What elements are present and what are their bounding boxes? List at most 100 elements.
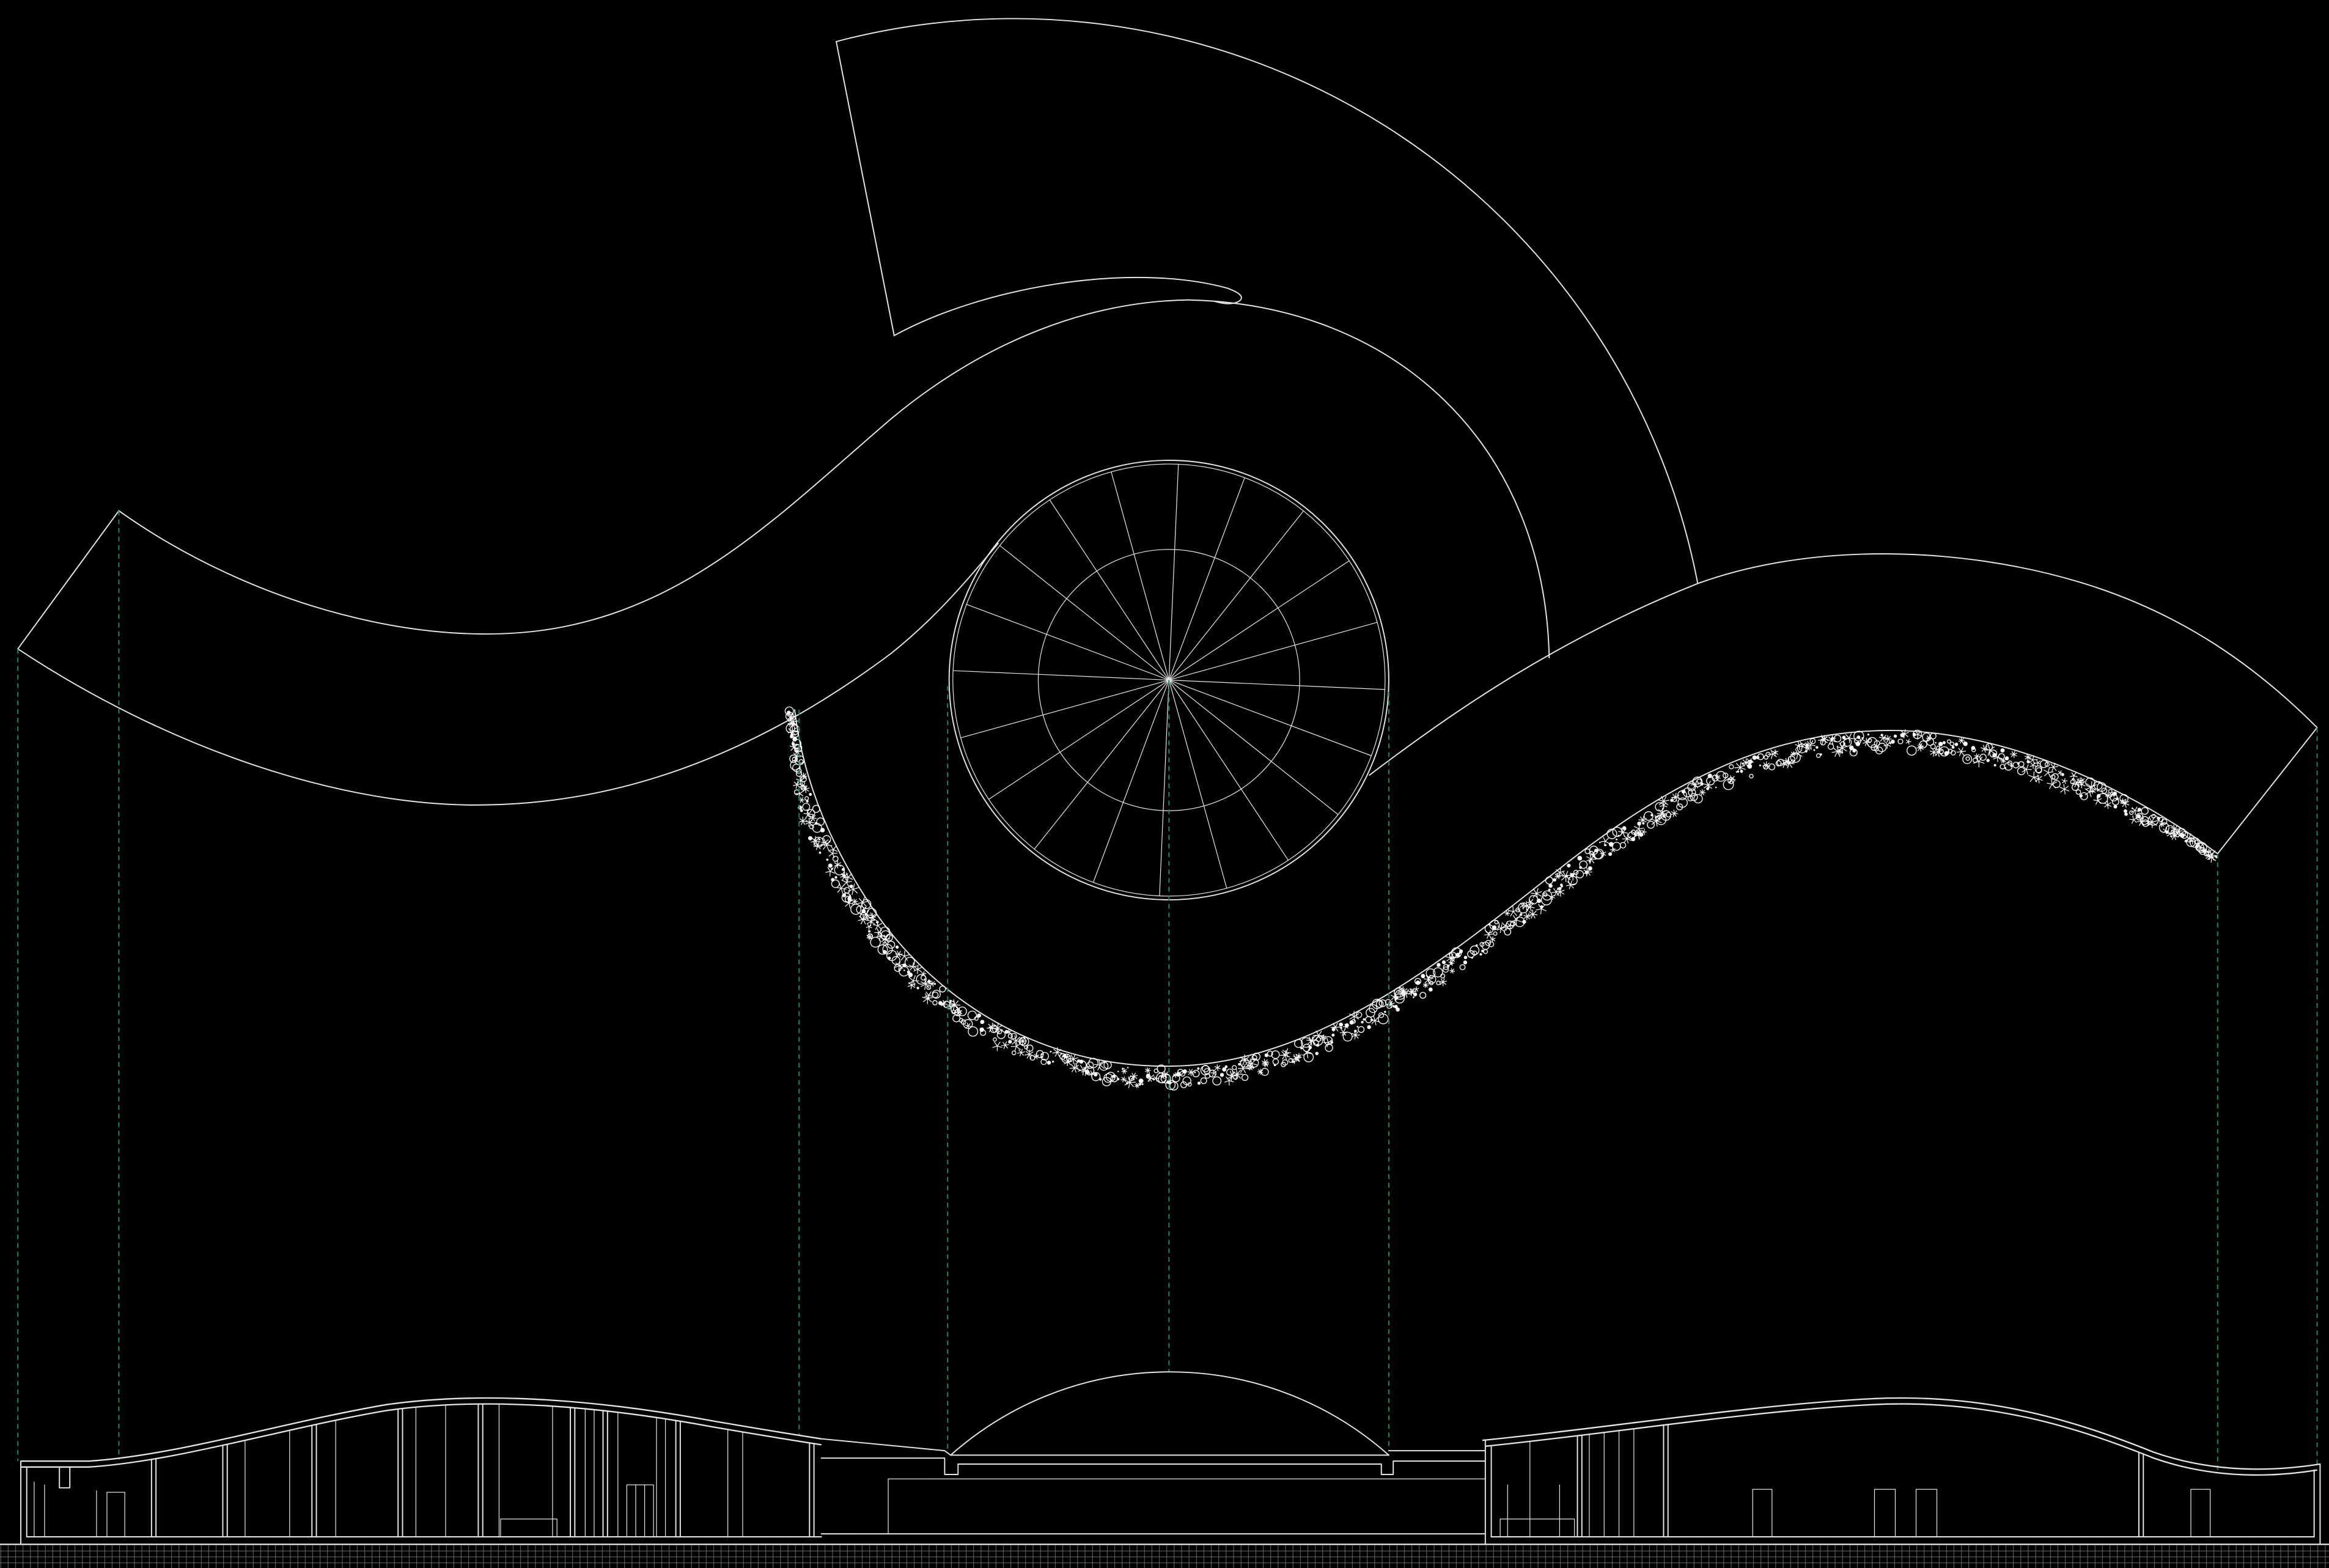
planting-flower: [1159, 1073, 1166, 1080]
planting-flower: [1553, 878, 1556, 882]
planting-flower: [1455, 952, 1460, 957]
planting-flower: [1617, 834, 1620, 837]
planting-flower: [1844, 733, 1855, 743]
central-sloped-roof: [820, 1438, 952, 1456]
planting-flower: [1853, 731, 1864, 742]
planting-flower: [922, 993, 933, 1004]
planting-flower: [1232, 1065, 1237, 1070]
planting-flower: [1273, 1064, 1276, 1067]
planting-flower: [1634, 830, 1644, 840]
planting-flower: [1467, 950, 1475, 958]
planting-flower: [2061, 778, 2068, 784]
planting-flower: [1715, 786, 1717, 789]
planting-flower: [1302, 1043, 1311, 1052]
planting-flower: [1325, 1043, 1333, 1052]
planting-flower: [1949, 742, 1954, 746]
planting-flower: [2097, 782, 2106, 792]
planting-flower: [1584, 870, 1589, 875]
central-roof-slab: [820, 1457, 1486, 1475]
planting-flower: [804, 796, 809, 801]
planting-flower: [1958, 737, 1965, 744]
planting-flower: [1783, 757, 1790, 765]
upper-annular-sector: [836, 18, 1699, 584]
planting-flower: [980, 1020, 984, 1024]
rotunda-spoke: [988, 679, 1169, 800]
planting-flower: [1051, 1060, 1054, 1063]
planting-flower: [2086, 781, 2097, 793]
planting-flower: [2205, 852, 2213, 860]
planting-flower: [2158, 822, 2169, 833]
planting-flower: [1616, 838, 1617, 841]
planting-flower: [1962, 754, 1973, 764]
right-band-bottom-wrap-edge: [793, 709, 2218, 1067]
planting-flower: [1471, 957, 1473, 959]
planting-flower: [1559, 870, 1572, 883]
planting-flower: [2000, 748, 2005, 753]
planting-flower: [1972, 757, 1978, 763]
planting-flower: [1103, 1073, 1113, 1083]
planting-flower: [988, 1026, 991, 1029]
planting-flower: [1226, 1069, 1234, 1076]
planting-flower: [1187, 1069, 1195, 1077]
planting-flower: [1138, 1078, 1144, 1084]
planting-flower: [1548, 888, 1551, 891]
planting-flower: [1214, 1064, 1221, 1071]
planting-flower: [1889, 742, 1891, 745]
planting-flower: [1331, 1033, 1335, 1037]
planting-flower: [1449, 968, 1455, 974]
planting-flower: [2137, 808, 2141, 812]
planting-flower: [1867, 733, 1869, 736]
planting-flower: [1693, 793, 1703, 804]
planting-flower: [1088, 1058, 1098, 1069]
planting-flower: [1608, 852, 1613, 856]
planting-flower: [1893, 734, 1897, 738]
planting-flower: [1849, 745, 1854, 751]
planting-flower: [1926, 735, 1932, 741]
planting-flower: [1584, 848, 1591, 855]
planting-flower: [1180, 1081, 1187, 1089]
planting-flower: [2022, 764, 2032, 775]
planting-flower: [1103, 1061, 1112, 1069]
planting-flower: [2194, 839, 2199, 844]
planting-flower: [916, 974, 927, 985]
section-interior-details: [34, 1404, 2211, 1537]
planting-flower: [1351, 1031, 1360, 1040]
planting-flower: [1194, 1071, 1196, 1073]
planting-flower: [2097, 793, 2101, 798]
planting-flower: [1363, 1018, 1366, 1021]
planting-flower: [1033, 1053, 1039, 1059]
planting-flower: [1339, 1022, 1343, 1027]
planting-flower: [1061, 1053, 1072, 1064]
planting-flower: [1727, 777, 1735, 784]
planting-flower: [1900, 733, 1905, 738]
planting-flower: [1222, 1067, 1227, 1072]
planting-flower: [1182, 1069, 1187, 1074]
planting-flower: [1342, 1023, 1348, 1030]
planting-flower: [1237, 1064, 1248, 1073]
planting-flower: [1687, 795, 1693, 801]
planting-flower: [1573, 869, 1579, 875]
planting-flower: [835, 883, 847, 894]
planting-flower: [1604, 844, 1607, 847]
planting-flower: [1897, 738, 1904, 745]
planting-flower: [1392, 1005, 1395, 1008]
planting-flower: [1735, 771, 1738, 773]
planting-flower: [819, 851, 822, 854]
planting-flower: [2151, 814, 2156, 819]
rotunda-spoke: [1159, 679, 1169, 897]
planting-flower: [2093, 796, 2102, 805]
rotunda-spokes: [952, 463, 1386, 897]
planting-flower: [2140, 815, 2149, 825]
planting-flower: [1792, 749, 1803, 759]
planting-flower: [1622, 826, 1627, 830]
planting-flower: [1342, 1031, 1353, 1042]
planting-flower: [1238, 1063, 1242, 1066]
planting-flower: [876, 921, 879, 924]
planting-flower: [1540, 894, 1552, 905]
planting-flower: [1007, 1033, 1013, 1039]
planting-flower: [1816, 753, 1821, 758]
planting-flower: [1863, 738, 1871, 746]
planting-flower: [2170, 825, 2180, 834]
planting-flower: [887, 940, 896, 949]
